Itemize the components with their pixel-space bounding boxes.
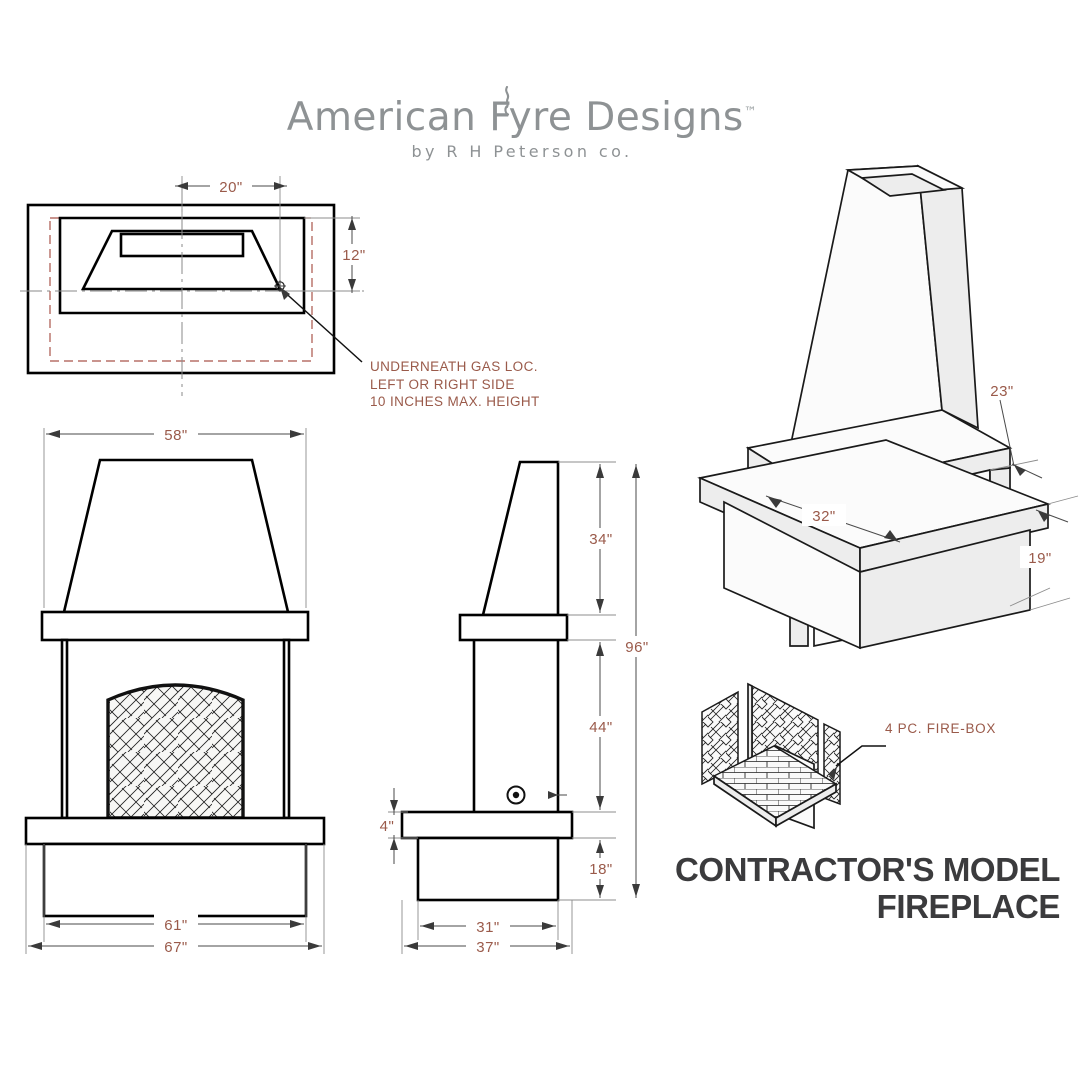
front-elevation-view: 58" 61" [8, 412, 358, 957]
title-block: CONTRACTOR'S MODEL FIREPLACE [660, 851, 1061, 926]
firebox-label: 4 PC. FIRE-BOX [885, 721, 997, 736]
dim-iso-23: 23" [990, 383, 1014, 400]
dim-iso-32: 32" [812, 508, 836, 525]
dim-side-44: 44" [589, 719, 613, 736]
flame-icon [504, 86, 510, 116]
gas-note-line-2: LEFT OR RIGHT SIDE [370, 376, 515, 392]
dim-front-67: 67" [164, 939, 188, 956]
gas-location-marker [274, 280, 286, 292]
brand-name-text: American Fyre Designs [286, 95, 744, 140]
brand-name-primary: American Fyre Designs™ [272, 98, 772, 137]
dim-plan-20: 20" [219, 179, 243, 196]
gas-valve-icon [506, 785, 526, 805]
brand-name-secondary: by R H Peterson co. [411, 142, 633, 161]
title-line-1: CONTRACTOR'S MODEL [674, 851, 1060, 888]
trademark-symbol: ™ [743, 105, 758, 120]
brand-logo: American Fyre Designs™ by R H Peterson c… [272, 86, 772, 161]
firebox-opening [106, 683, 245, 820]
dim-side-31: 31" [476, 919, 500, 936]
dim-side-4: 4" [380, 818, 395, 835]
dim-side-34: 34" [589, 531, 613, 548]
dim-iso-19: 19" [1028, 550, 1052, 567]
dim-side-18: 18" [589, 861, 613, 878]
gas-location-note: UNDERNEATH GAS LOC. LEFT OR RIGHT SIDE 1… [370, 358, 540, 411]
gas-note-line-1: UNDERNEATH GAS LOC. [370, 359, 538, 374]
plan-view: 20" 12" [12, 160, 372, 400]
dim-plan-12: 12" [342, 247, 366, 264]
firebox-detail-view [690, 668, 890, 843]
side-gas-marker [548, 791, 567, 799]
dim-front-58: 58" [164, 427, 188, 444]
gas-note-line-3: 10 INCHES MAX. HEIGHT [370, 394, 540, 410]
dim-side-37: 37" [476, 939, 500, 956]
title-line-2: FIREPLACE [876, 887, 1061, 925]
dim-side-96: 96" [625, 639, 649, 656]
dim-front-61: 61" [164, 917, 188, 934]
side-elevation-view: 34" 44" 18" 96" [368, 440, 658, 960]
isometric-view: 23" 32" 19" [690, 148, 1080, 650]
